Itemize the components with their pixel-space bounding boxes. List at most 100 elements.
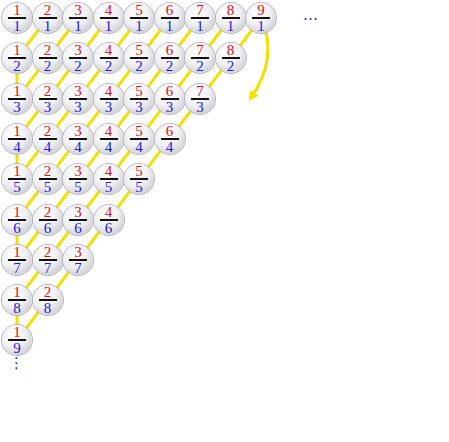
denominator: 2: [13, 60, 21, 72]
denominator: 6: [44, 222, 52, 234]
fraction-bar: [8, 178, 26, 180]
fraction-bar: [130, 178, 148, 180]
denominator: 9: [13, 342, 21, 354]
fraction-bar: [100, 57, 118, 59]
denominator: 1: [196, 20, 204, 32]
fraction-ball: 14: [2, 124, 32, 154]
fraction-bar: [39, 219, 57, 221]
numerator: 1: [13, 44, 21, 56]
numerator: 1: [13, 206, 21, 218]
numerator: 5: [135, 85, 143, 97]
fraction-bar: [130, 98, 148, 100]
denominator: 2: [166, 60, 174, 72]
denominator: 4: [13, 141, 21, 153]
fraction-ball: 82: [216, 43, 246, 73]
numerator: 4: [105, 4, 113, 16]
numerator: 7: [196, 44, 204, 56]
fraction-bar: [39, 17, 57, 19]
fraction-bar: [100, 219, 118, 221]
fraction-ball: 43: [94, 84, 124, 114]
fraction-ball: 15: [2, 164, 32, 194]
fraction-ball: 41: [94, 3, 124, 33]
denominator: 3: [105, 101, 113, 113]
fraction-ball: 17: [2, 245, 32, 275]
denominator: 3: [166, 101, 174, 113]
numerator: 2: [44, 246, 52, 258]
fraction-bar: [69, 259, 87, 261]
fraction-ball: 28: [33, 285, 63, 315]
ellipsis: ⋮: [9, 356, 24, 371]
numerator: 1: [13, 125, 21, 137]
fraction-ball: 27: [33, 245, 63, 275]
fraction-ball: 23: [33, 84, 63, 114]
fraction-bar: [69, 98, 87, 100]
fraction-bar: [8, 299, 26, 301]
fraction-ball: 72: [185, 43, 215, 73]
numerator: 1: [13, 286, 21, 298]
fraction-bar: [100, 98, 118, 100]
numerator: 2: [44, 125, 52, 137]
fraction-bar: [39, 98, 57, 100]
denominator: 1: [166, 20, 174, 32]
denominator: 3: [44, 101, 52, 113]
numerator: 5: [135, 165, 143, 177]
numerator: 2: [44, 85, 52, 97]
fraction-ball: 32: [63, 43, 93, 73]
fraction-bar: [69, 57, 87, 59]
numerator: 7: [196, 4, 204, 16]
numerator: 3: [74, 165, 82, 177]
fraction-bar: [100, 17, 118, 19]
fraction-ball: 54: [124, 124, 154, 154]
numerator: 8: [227, 4, 235, 16]
denominator: 1: [105, 20, 113, 32]
numerator: 4: [105, 206, 113, 218]
numerator: 7: [196, 85, 204, 97]
fraction-ball: 73: [185, 84, 215, 114]
fraction-ball: 81: [216, 3, 246, 33]
fraction-ball: 91: [246, 3, 276, 33]
fraction-ball: 53: [124, 84, 154, 114]
fraction-ball: 37: [63, 245, 93, 275]
numerator: 3: [74, 206, 82, 218]
numerator: 1: [13, 326, 21, 338]
fraction-bar: [161, 57, 179, 59]
fraction-ball: 31: [63, 3, 93, 33]
denominator: 1: [74, 20, 82, 32]
fraction-bar: [69, 17, 87, 19]
fraction-bar: [252, 17, 270, 19]
denominator: 3: [74, 101, 82, 113]
denominator: 7: [74, 262, 82, 274]
fraction-ball: 35: [63, 164, 93, 194]
numerator: 6: [166, 85, 174, 97]
denominator: 3: [135, 101, 143, 113]
denominator: 2: [135, 60, 143, 72]
denominator: 5: [74, 181, 82, 193]
denominator: 3: [196, 101, 204, 113]
denominator: 4: [135, 141, 143, 153]
denominator: 2: [105, 60, 113, 72]
fraction-bar: [191, 98, 209, 100]
fraction-bar: [8, 339, 26, 341]
denominator: 2: [196, 60, 204, 72]
fraction-bar: [8, 98, 26, 100]
numerator: 5: [135, 4, 143, 16]
numerator: 1: [13, 246, 21, 258]
fraction-ball: 46: [94, 205, 124, 235]
fraction-ball: 18: [2, 285, 32, 315]
fraction-bar: [8, 259, 26, 261]
ellipsis: …: [303, 8, 318, 23]
fraction-bar: [191, 17, 209, 19]
denominator: 1: [135, 20, 143, 32]
fraction-bar: [130, 57, 148, 59]
fraction-bar: [8, 219, 26, 221]
fraction-ball: 42: [94, 43, 124, 73]
numerator: 2: [44, 165, 52, 177]
numerator: 2: [44, 206, 52, 218]
fraction-ball: 25: [33, 164, 63, 194]
fraction-bar: [8, 17, 26, 19]
denominator: 8: [13, 302, 21, 314]
fraction-bar: [161, 98, 179, 100]
fraction-ball: 24: [33, 124, 63, 154]
numerator: 4: [105, 125, 113, 137]
numerator: 2: [44, 286, 52, 298]
